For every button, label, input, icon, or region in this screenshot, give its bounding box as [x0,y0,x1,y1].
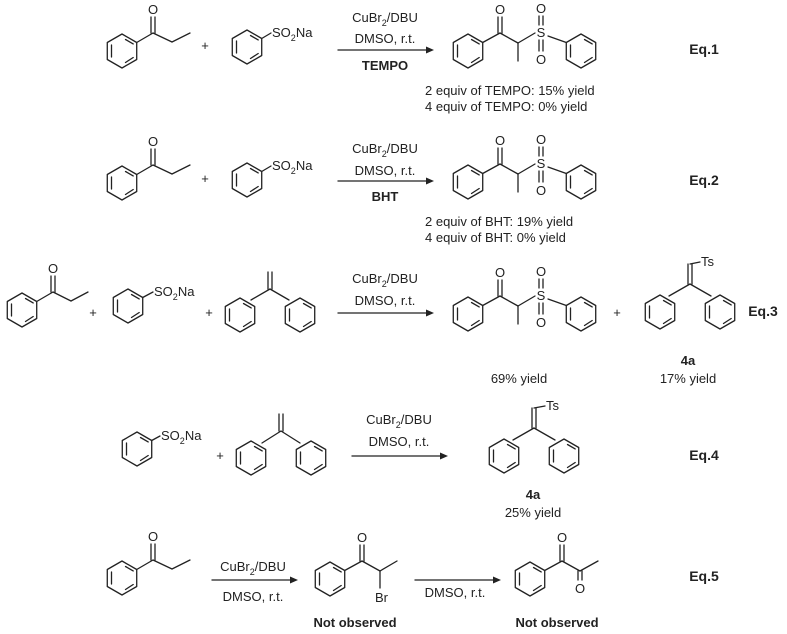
svg-text:Br: Br [375,590,389,605]
svg-text:S: S [537,288,546,303]
eq3-vinyl-sulfone-4a: Ts [644,254,736,330]
eq5-intermediate-status: Not observed [313,615,396,630]
eq2-product-sulfone: O S O O [452,132,597,200]
svg-text:S: S [537,156,546,171]
eq3-plus-1: + [89,305,97,320]
svg-text:SO2Na: SO2Na [154,284,195,302]
svg-text:O: O [536,52,546,67]
eq1-reagent: CuBr2/DBU [352,10,418,28]
eq1-label: Eq.1 [689,41,719,57]
svg-text:O: O [536,183,546,198]
eq3-label: Eq.3 [748,303,778,319]
svg-text:O: O [148,529,158,544]
eq2-row: O + SO2Na CuBr2/DBU DMSO, r.t. BHT O S [106,132,719,245]
svg-text:O: O [48,261,58,276]
eq1-plus-1: + [201,38,209,53]
eq1-sodium-sulfinate: SO2Na [231,25,313,65]
eq4-solvent: DMSO, r.t. [369,434,430,449]
svg-text:O: O [495,2,505,17]
svg-text:O: O [536,264,546,279]
eq1-propiophenone: O [106,2,191,69]
eq5-alpha-bromoketone: O Br [314,530,398,605]
eq2-result-2: 4 equiv of BHT: 0% yield [425,230,566,245]
eq5-label: Eq.5 [689,568,719,584]
svg-text:O: O [575,581,585,596]
eq4-plus-1: + [216,448,224,463]
eq3-diphenylethylene [224,271,316,333]
eq3-product2-name: 4a [681,353,696,368]
eq5-reagent: CuBr2/DBU [220,559,286,577]
eq4-product-name: 4a [526,487,541,502]
eq1-additive: TEMPO [362,58,408,73]
eq3-product1-yield: 69% yield [491,371,547,386]
eq5-row: O CuBr2/DBU DMSO, r.t. O Br DMSO, r.t. [106,529,719,630]
svg-text:O: O [495,265,505,280]
eq1-solvent: DMSO, r.t. [355,31,416,46]
svg-text:O: O [495,133,505,148]
svg-text:O: O [536,1,546,16]
eq1-sulfinate-label: SO2Na [272,25,313,43]
eq5-diketone: O O [514,530,599,597]
eq2-label: Eq.2 [689,172,719,188]
eq3-plus-3: + [613,305,621,320]
eq4-product-yield: 25% yield [505,505,561,520]
svg-text:Ts: Ts [701,254,715,269]
eq4-reagent: CuBr2/DBU [366,412,432,430]
eq3-sodium-sulfinate: SO2Na [112,284,195,324]
eq4-label: Eq.4 [689,447,719,463]
eq3-product-sulfone: O S O O [452,264,597,332]
svg-text:O: O [536,315,546,330]
eq2-result-1: 2 equiv of BHT: 19% yield [425,214,573,229]
eq1-result-1: 2 equiv of TEMPO: 15% yield [425,83,595,98]
eq1-product-sulfone: O S O O [452,1,597,69]
svg-text:O: O [148,134,158,149]
eq5-solvent-1: DMSO, r.t. [223,589,284,604]
eq3-reagent: CuBr2/DBU [352,271,418,289]
eq4-sodium-sulfinate: SO2Na [121,428,202,467]
eq3-plus-2: + [205,305,213,320]
svg-text:S: S [537,25,546,40]
eq3-solvent: DMSO, r.t. [355,293,416,308]
eq2-reagent: CuBr2/DBU [352,141,418,159]
svg-text:SO2Na: SO2Na [161,428,202,446]
svg-text:Ts: Ts [546,398,560,413]
svg-text:O: O [557,530,567,545]
eq5-propiophenone: O [106,529,191,596]
eq3-row: O + SO2Na + CuBr2/DBU DMSO, r.t. O [6,254,778,386]
eq4-vinyl-sulfone-4a: Ts [488,398,580,474]
eq2-additive: BHT [372,189,399,204]
eq1-result-2: 4 equiv of TEMPO: 0% yield [425,99,587,114]
eq2-plus-1: + [201,171,209,186]
eq4-row: SO2Na + CuBr2/DBU DMSO, r.t. Ts Eq.4 4a … [121,398,719,520]
svg-text:O: O [536,132,546,147]
svg-text:SO2Na: SO2Na [272,158,313,176]
eq1-ketone-oxygen: O [148,2,158,17]
eq2-sodium-sulfinate: SO2Na [231,158,313,198]
eq3-product2-yield: 17% yield [660,371,716,386]
eq1-row: O + SO2Na CuBr2/DBU DMSO, r.t. TEMPO O S [106,1,719,114]
eq5-solvent-2: DMSO, r.t. [425,585,486,600]
eq2-solvent: DMSO, r.t. [355,163,416,178]
eq3-propiophenone: O [6,261,89,328]
eq4-diphenylethylene [235,413,327,476]
eq2-propiophenone: O [106,134,191,201]
eq5-product-status: Not observed [515,615,598,630]
svg-text:O: O [357,530,367,545]
